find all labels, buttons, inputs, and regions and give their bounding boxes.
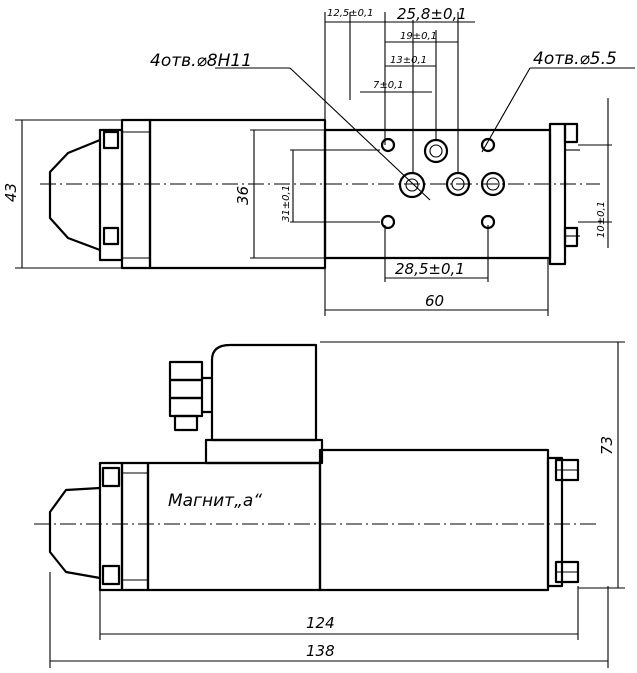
side-left-cap xyxy=(48,461,150,592)
label-holes-5-5: 4отв.⌀5.5 xyxy=(533,49,617,69)
dim-12-5: 12,5±0,1 xyxy=(327,8,374,19)
label-holes-8h11: 4отв.⌀8Н11 xyxy=(150,51,252,71)
connector-housing xyxy=(204,343,324,465)
top-dimension-lines xyxy=(15,21,612,311)
hole-small-tr xyxy=(480,137,496,153)
dim-124: 124 xyxy=(306,614,335,632)
dim-31: 31±0,1 xyxy=(281,185,292,222)
dim-13: 13±0,1 xyxy=(390,55,427,66)
top-extension-lines xyxy=(324,12,549,316)
dim-60: 60 xyxy=(425,292,444,310)
leader-lines xyxy=(215,67,635,201)
dim-36: 36 xyxy=(234,186,252,205)
dim-138: 138 xyxy=(306,642,335,660)
hole-small-bl xyxy=(380,214,396,230)
top-left-cap xyxy=(48,118,152,270)
dim-43: 43 xyxy=(2,183,20,202)
connector-plug xyxy=(168,360,214,432)
side-right-end xyxy=(546,456,580,588)
hole-port-upper xyxy=(423,138,449,164)
dim-28-5: 28,5±0,1 xyxy=(395,260,465,278)
side-coil-body xyxy=(146,461,322,592)
hole-port-left xyxy=(398,171,426,199)
dim-7: 7±0,1 xyxy=(373,80,404,91)
side-view: Магнит„а“ 73 124 138 xyxy=(34,341,625,668)
hole-small-tl xyxy=(380,137,396,153)
dim-25-8: 25,8±0,1 xyxy=(397,5,467,23)
label-magnet: Магнит„а“ xyxy=(168,491,262,511)
dim-10: 10±0,1 xyxy=(596,201,607,238)
side-dimension-lines xyxy=(49,341,625,668)
top-view: 12,5±0,1 25,8±0,1 19±0,1 13±0,1 7±0,1 28… xyxy=(2,5,635,316)
dim-73: 73 xyxy=(598,436,616,455)
side-valve-body xyxy=(318,448,550,592)
dim-19: 19±0,1 xyxy=(400,31,437,42)
